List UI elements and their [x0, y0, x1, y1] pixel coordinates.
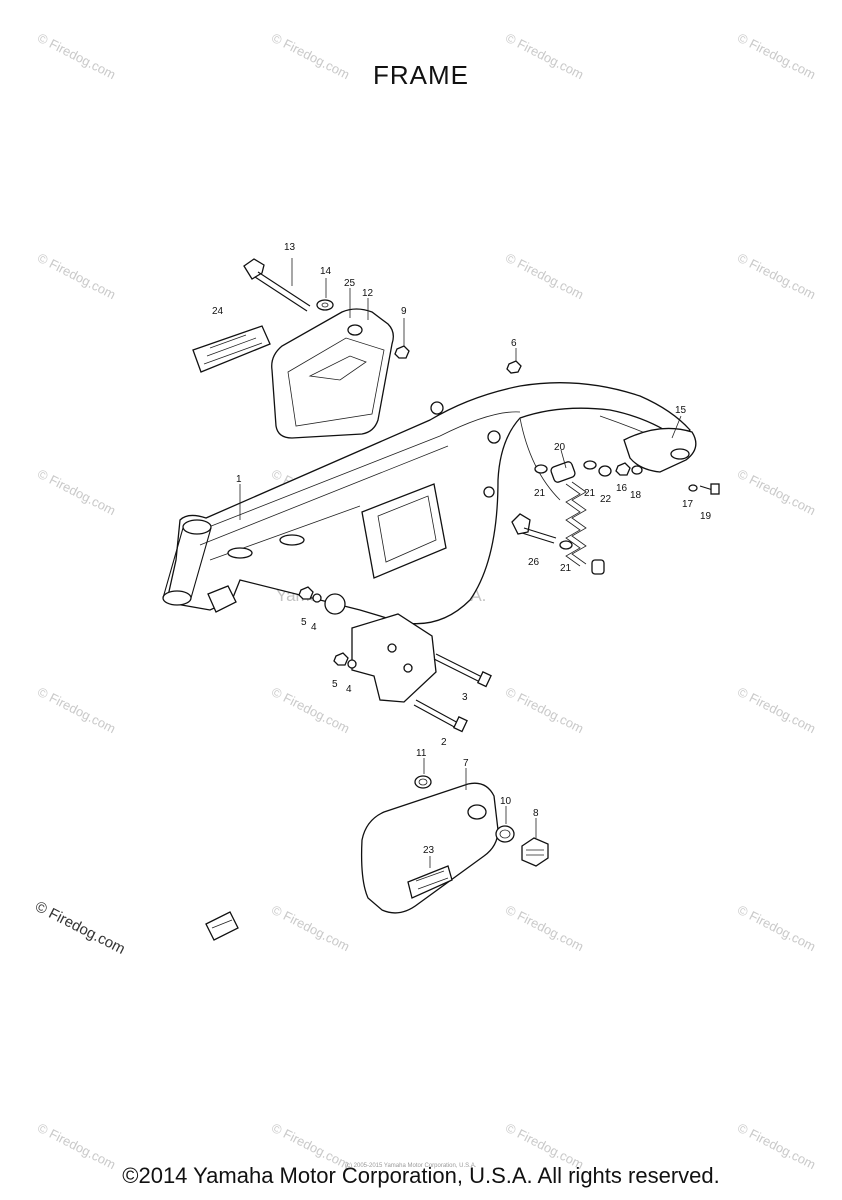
callout-5: 5: [332, 679, 338, 690]
callout-23: 23: [423, 845, 435, 856]
fwd-arrow-icon: [205, 911, 239, 941]
callout-22: 22: [600, 494, 612, 505]
part-22-collar: [598, 465, 612, 477]
part-21-washer: [534, 460, 597, 550]
part-4-washer: [312, 593, 322, 603]
callout-18: 18: [630, 490, 642, 501]
callout-26: 26: [528, 557, 540, 568]
part-20-shock-absorber: [550, 461, 605, 575]
part-24-label-plate: [192, 325, 271, 373]
part-18-washer: [631, 465, 643, 475]
part-7-side-cover: [360, 782, 499, 914]
part-5-nut: [333, 652, 349, 666]
part-3-bolt: [433, 653, 492, 688]
callout-3: 3: [462, 692, 468, 703]
callout-numbers: 1 2 3 4 4 5 5 6 7 8 9 10 11 12 13 14 15 …: [212, 242, 712, 856]
callout-20: 20: [554, 442, 566, 453]
callout-21: 21: [534, 488, 546, 499]
part-10-o-ring: [495, 825, 515, 843]
part-4-washer: [347, 659, 357, 669]
callout-14: 14: [320, 266, 332, 277]
callout-12: 12: [362, 288, 374, 299]
part-9-nut: [394, 345, 410, 359]
callout-10: 10: [500, 796, 512, 807]
callout-25: 25: [344, 278, 356, 289]
callout-16: 16: [616, 483, 628, 494]
callout-21: 21: [584, 488, 596, 499]
callout-24: 24: [212, 306, 224, 317]
part-12-case: [271, 308, 394, 439]
callout-17: 17: [682, 499, 694, 510]
part-19-bolt: [699, 483, 720, 495]
callout-15: 15: [675, 405, 687, 416]
callout-2: 2: [441, 737, 447, 748]
part-13-bolt: [243, 258, 311, 312]
part-11-grommet: [414, 775, 432, 789]
callout-9: 9: [401, 306, 407, 317]
callout-11: 11: [416, 748, 427, 759]
part-8-knob: [521, 837, 549, 867]
part-5-nut: [298, 586, 314, 600]
callout-19: 19: [700, 511, 712, 522]
part-2-bolt: [413, 699, 468, 733]
callout-7: 7: [463, 758, 469, 769]
callout-4: 4: [346, 684, 352, 695]
callout-4: 4: [311, 622, 317, 633]
tiny-copyright: (c) 2005-2015 Yamaha Motor Corporation, …: [345, 1163, 477, 1169]
part-26-bolt: [511, 513, 557, 544]
part-1-frame: [162, 382, 691, 703]
part-15-fender-tip: [623, 427, 697, 473]
callout-13: 13: [284, 242, 296, 253]
part-6-nut: [506, 360, 522, 374]
part-16-nut: [615, 462, 631, 476]
callout-21: 21: [560, 563, 572, 574]
callout-5: 5: [301, 617, 307, 628]
callout-8: 8: [533, 808, 539, 819]
footer-copyright: ©2014 Yamaha Motor Corporation, U.S.A. A…: [122, 1163, 720, 1188]
callout-leader-lines: [239, 258, 682, 868]
callout-6: 6: [511, 338, 517, 349]
part-14-washer: [316, 299, 334, 311]
part-17-washer: [688, 484, 698, 492]
page-title: FRAME: [373, 60, 469, 90]
callout-1: 1: [236, 474, 242, 485]
